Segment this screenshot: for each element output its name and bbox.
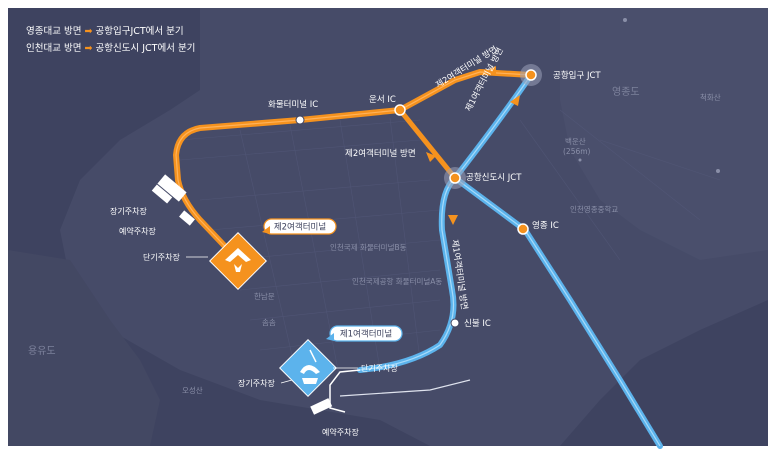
junction-icon[interactable] bbox=[450, 318, 460, 328]
route-t2-orange-inner bbox=[175, 71, 532, 259]
label-t2-short-term: 단기주차장 bbox=[143, 252, 180, 262]
terminal-icon[interactable] bbox=[209, 232, 267, 290]
place-markers bbox=[578, 18, 720, 173]
t2-reserved-parking[interactable] bbox=[179, 210, 195, 226]
label-t1-long-term: 장기주차장 bbox=[238, 378, 275, 388]
place-yeongjongdo: 영종도 bbox=[612, 86, 640, 98]
legend: 영종대교 방면 ➡ 공항입구JCT에서 분기 인천대교 방면 ➡ 공항신도시 J… bbox=[26, 25, 195, 54]
arrow-right-icon: ➡ bbox=[85, 26, 96, 37]
t1-terminal-glyph bbox=[300, 349, 320, 384]
label-unseo-ic: 운서 IC bbox=[369, 95, 396, 105]
place-cargo-b: 인천국제 화물터미널B동 bbox=[330, 242, 407, 252]
place-baegunsan: 백운산 bbox=[565, 136, 586, 146]
route-entrance-newtown-blue-inner bbox=[454, 74, 532, 179]
land-yongyudo bbox=[8, 250, 160, 446]
label-t2-reserved: 예약주차장 bbox=[119, 226, 156, 236]
direction-arrow-icon bbox=[426, 66, 520, 225]
place-yeongjong-school: 인천영종중학교 bbox=[570, 204, 618, 214]
junction-icon[interactable] bbox=[525, 69, 537, 81]
t2-callout: 제2여객터미널 bbox=[262, 218, 337, 235]
svg-text:인천대교 방면 ➡ 공항신도시: 인천대교 방면 ➡ 공항신도시 JCT에서 분기 bbox=[26, 43, 195, 54]
place-saenam: 솜솜 bbox=[262, 318, 276, 327]
land-east bbox=[560, 8, 768, 260]
label-t1-short-term: 단기주차장 bbox=[361, 363, 398, 373]
junction-icon[interactable] bbox=[517, 223, 529, 235]
route-t1-south-white bbox=[339, 379, 471, 397]
label-cargo-terminal-ic: 화물터미널 IC bbox=[268, 100, 318, 110]
t1-callout-label: 제1여객터미널 bbox=[340, 329, 392, 340]
legend-line2-to: 공항신도시 JCT에서 분기 bbox=[95, 43, 195, 54]
arrow-right-icon: ➡ bbox=[85, 43, 96, 54]
junction-icon[interactable] bbox=[295, 115, 305, 125]
place-cheolhaksan: 척화산 bbox=[700, 92, 721, 102]
label-route-t2-mid: 제2여객터미널 방면 bbox=[345, 148, 416, 159]
t1-callout: 제1여객터미널 bbox=[326, 325, 403, 342]
junction-icon[interactable] bbox=[449, 172, 461, 184]
place-hanam: 한남문 bbox=[254, 292, 275, 301]
label-airport-newtown-jct: 공항신도시 JCT bbox=[466, 173, 522, 183]
t2-callout-label: 제2여객터미널 bbox=[274, 222, 326, 233]
place-cargo-a: 인천국제공항 화물터미널A동 bbox=[352, 276, 442, 286]
svg-text:영종대교 방면 ➡ 공항입구JC: 영종대교 방면 ➡ 공항입구JCT에서 분기 bbox=[26, 25, 184, 37]
label-sinbul-ic: 신불 IC bbox=[464, 318, 491, 329]
legend-line1-to: 공항입구JCT에서 분기 bbox=[95, 25, 183, 37]
label-airport-entrance-jct: 공항입구 JCT bbox=[553, 71, 601, 81]
place-yongyudo: 용유도 bbox=[28, 345, 56, 357]
label-yeongjong-ic: 영종 IC bbox=[532, 220, 559, 231]
route-unseo-newtown-orange bbox=[397, 107, 458, 181]
label-t2-long-term: 장기주차장 bbox=[110, 206, 147, 216]
t2-terminal-glyph bbox=[225, 248, 251, 272]
place-baegunsan-elev: (256m) bbox=[563, 147, 591, 156]
legend-line1-from: 영종대교 방면 bbox=[26, 26, 81, 37]
t1-reserved-parking[interactable] bbox=[310, 398, 333, 415]
route-t1-parking-white bbox=[329, 369, 361, 413]
legend-line2-from: 인천대교 방면 bbox=[26, 43, 81, 54]
t2-long-term-parking[interactable] bbox=[151, 174, 187, 204]
junction-icon[interactable] bbox=[394, 104, 406, 116]
place-songsanshan: 오성산 bbox=[182, 385, 203, 395]
label-t1-reserved: 예약주차장 bbox=[322, 427, 359, 437]
